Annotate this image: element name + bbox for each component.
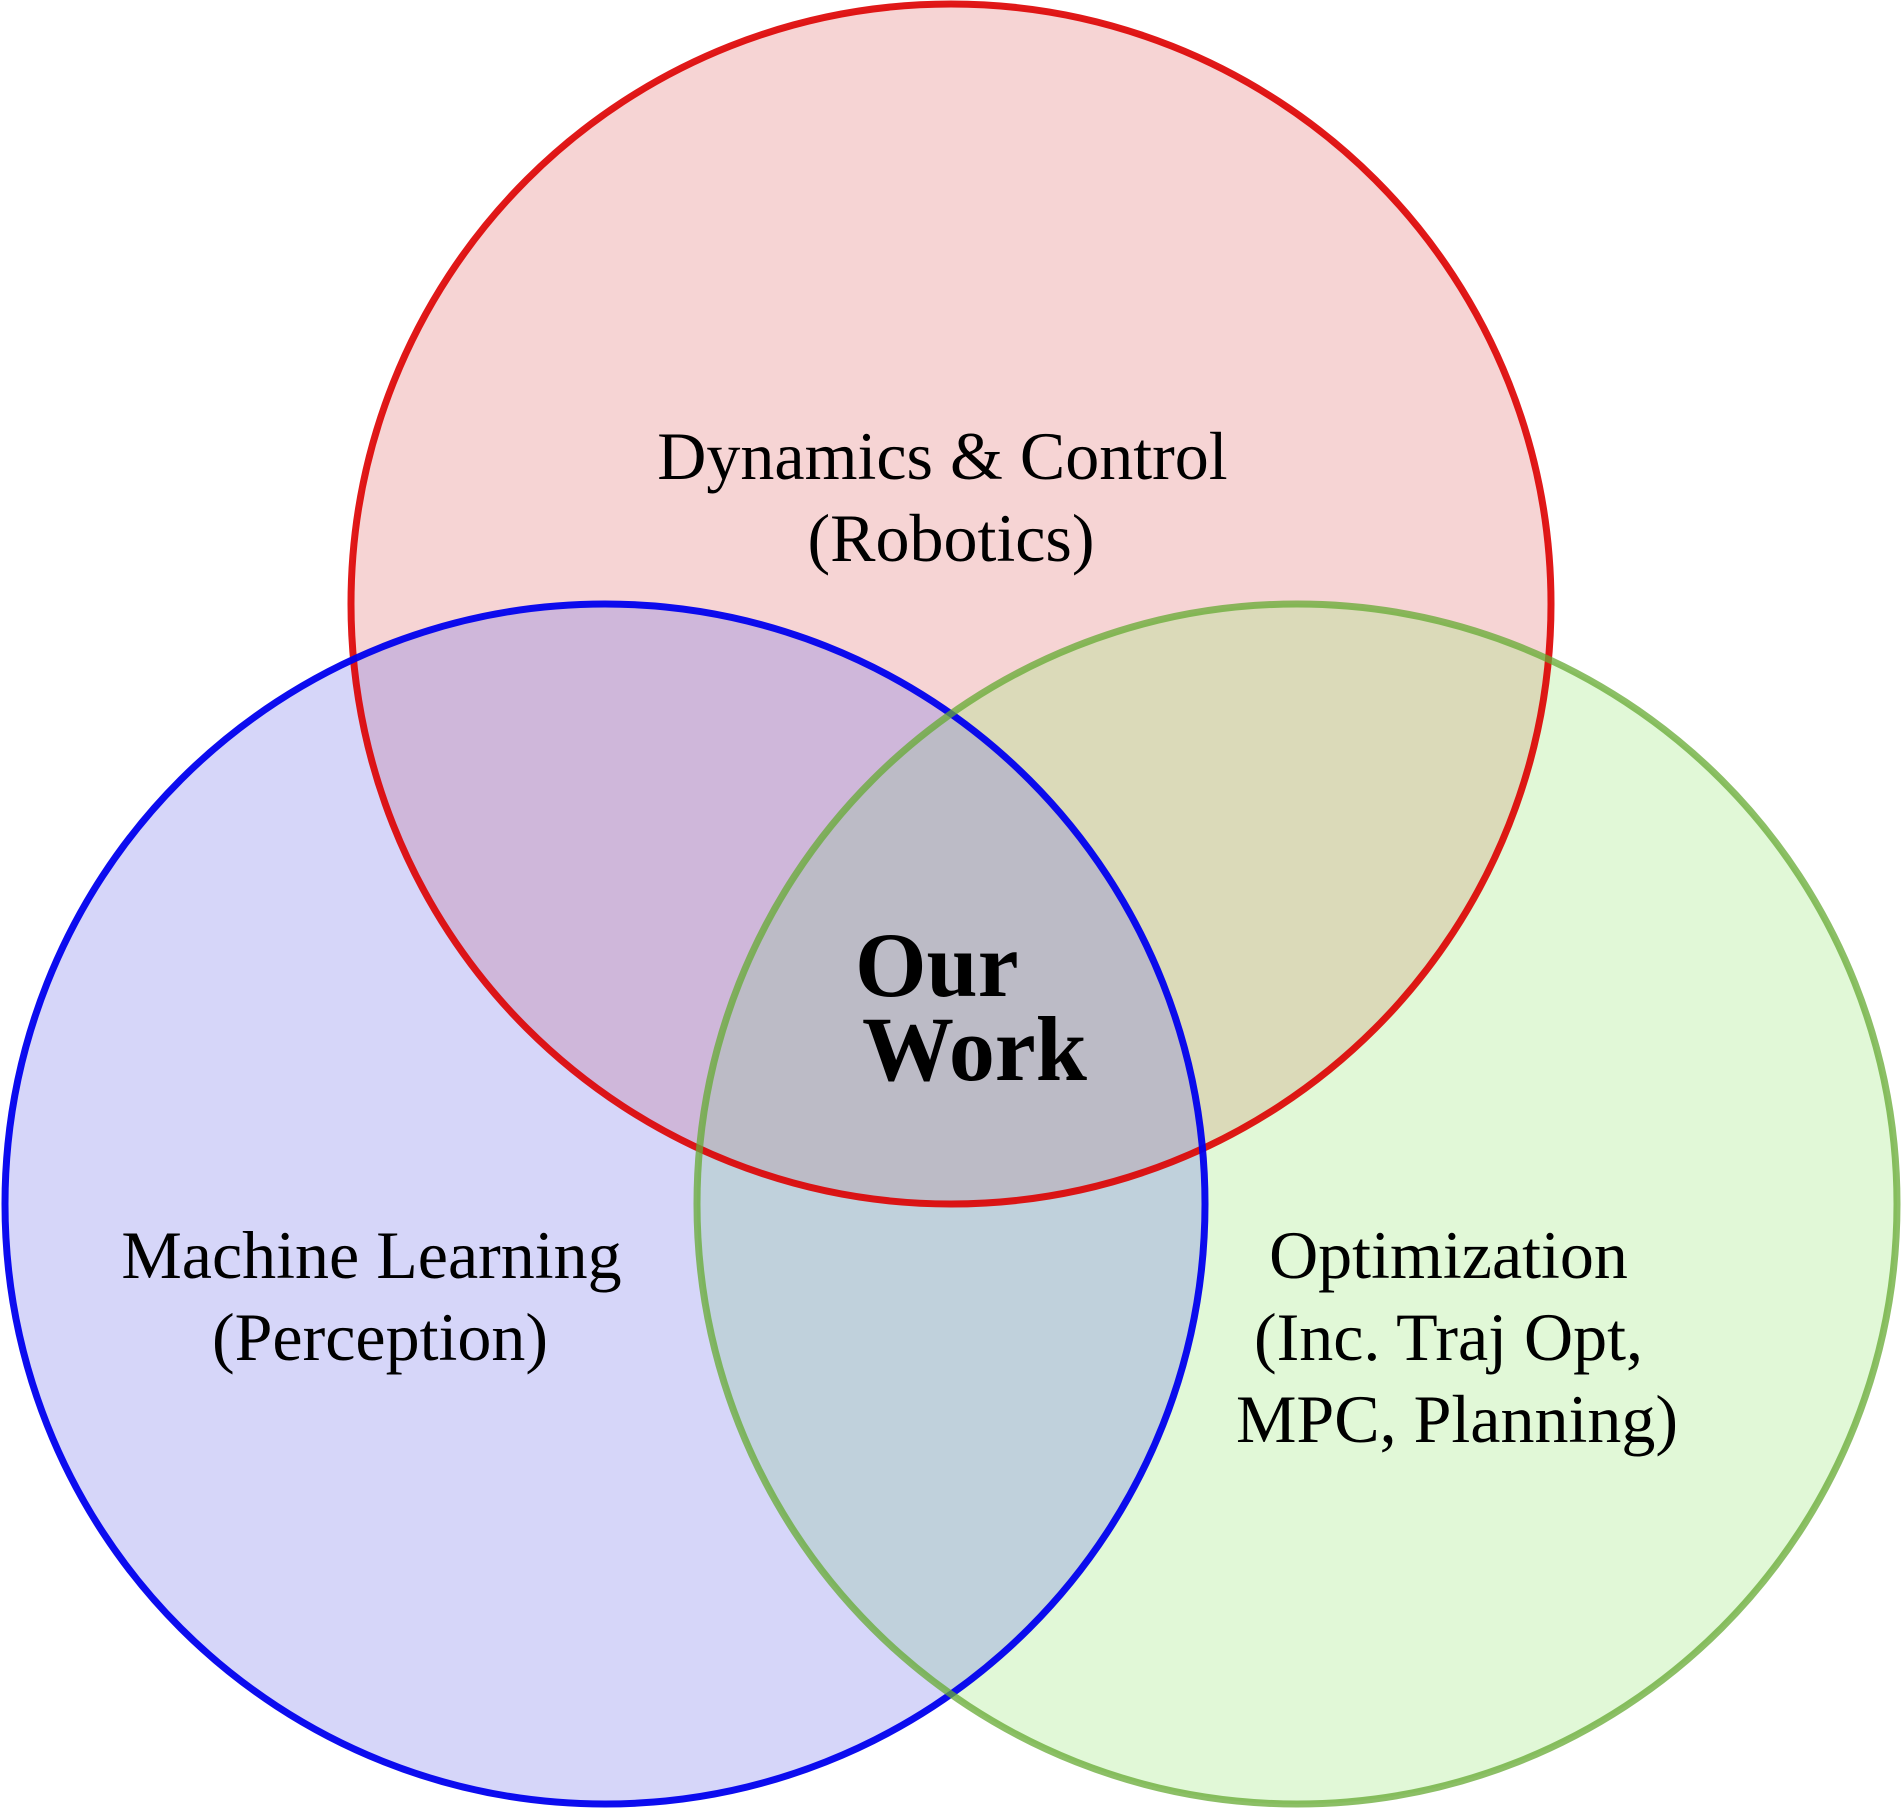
machine-learning-circle-outline xyxy=(1,600,1209,1808)
our-work-label-line-1: Our xyxy=(855,914,1017,1016)
machine-learning-label: Machine Learning (Perception) xyxy=(121,1217,638,1375)
dynamics-control-label-line-1: Dynamics & Control xyxy=(657,418,1227,494)
optimization-circle-fill xyxy=(697,604,1897,1804)
machine-learning-label-line-1: Machine Learning xyxy=(121,1217,621,1293)
optimization-circle-outline xyxy=(693,600,1901,1808)
our-work-label: Our Work xyxy=(855,914,1088,1100)
optimization-label-line-1: Optimization xyxy=(1269,1217,1628,1293)
optimization-label-line-3: MPC, Planning) xyxy=(1236,1381,1678,1457)
optimization-label-line-2: (Inc. Traj Opt, xyxy=(1254,1299,1643,1375)
machine-learning-circle-fill xyxy=(5,604,1205,1804)
dynamics-control-circle-outline xyxy=(347,0,1555,1208)
dynamics-control-circle-fill xyxy=(351,4,1551,1204)
dynamics-control-label-line-2: (Robotics) xyxy=(807,500,1094,576)
machine-learning-label-line-2: (Perception) xyxy=(212,1299,548,1375)
our-work-label-line-2: Work xyxy=(862,998,1088,1100)
optimization-label: Optimization (Inc. Traj Opt, MPC, Planni… xyxy=(1236,1217,1678,1457)
dynamics-control-label: Dynamics & Control (Robotics) xyxy=(657,418,1244,576)
